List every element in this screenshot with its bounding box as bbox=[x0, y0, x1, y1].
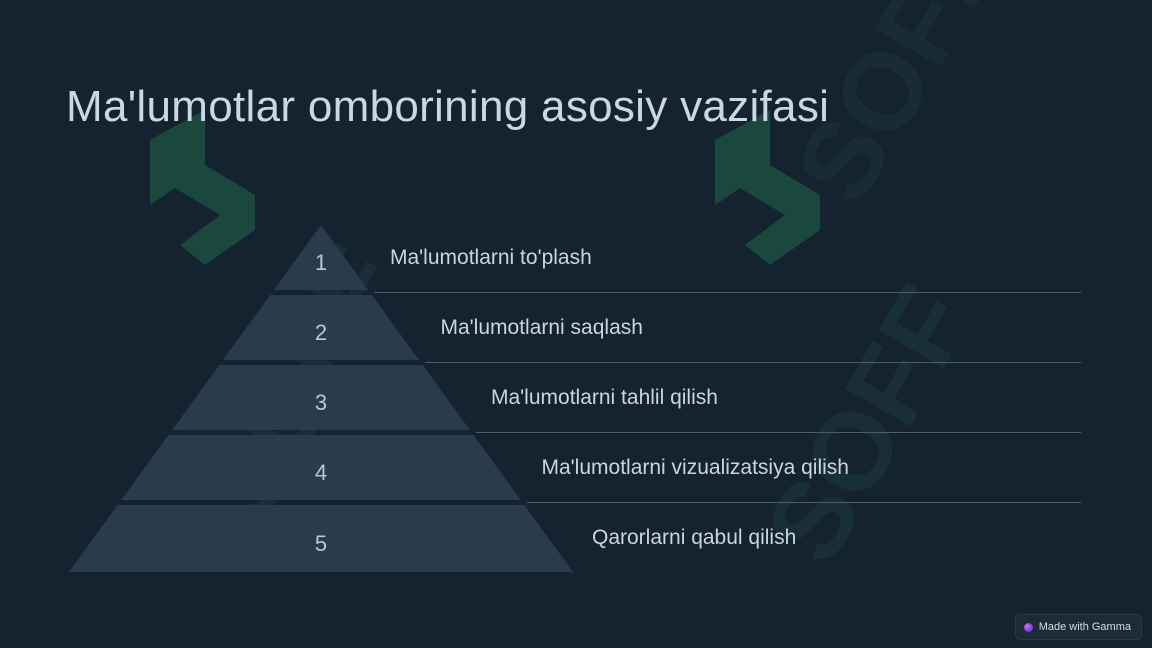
level-label: Ma'lumotlarni tahlil qilish bbox=[491, 386, 718, 409]
pyramid-level-3 bbox=[172, 365, 470, 430]
level-number: 2 bbox=[314, 319, 328, 345]
slide-title: Ma'lumotlar omborining asosiy vazifasi bbox=[66, 82, 830, 131]
pyramid-level-5 bbox=[69, 505, 573, 572]
level-label: Ma'lumotlarni saqlash bbox=[440, 316, 643, 339]
pyramid-level-1 bbox=[273, 225, 369, 290]
level-number: 1 bbox=[314, 249, 328, 275]
badge-label: Made with Gamma bbox=[1038, 621, 1131, 633]
made-with-gamma-badge[interactable]: Made with Gamma bbox=[1014, 614, 1142, 640]
level-label: Ma'lumotlarni to'plash bbox=[390, 246, 592, 269]
pyramid-level-2 bbox=[222, 295, 420, 360]
level-label: Ma'lumotlarni vizualizatsiya qilish bbox=[541, 456, 849, 479]
level-number: 5 bbox=[314, 530, 328, 556]
pyramid-level-4 bbox=[121, 435, 521, 500]
gamma-logo-icon bbox=[1023, 622, 1033, 632]
level-number: 3 bbox=[314, 389, 328, 415]
level-divider bbox=[374, 292, 1081, 293]
level-number: 4 bbox=[314, 459, 328, 485]
level-label: Qarorlarni qabul qilish bbox=[592, 526, 797, 549]
level-divider bbox=[526, 502, 1081, 503]
level-divider bbox=[425, 362, 1081, 363]
level-divider bbox=[475, 432, 1081, 433]
